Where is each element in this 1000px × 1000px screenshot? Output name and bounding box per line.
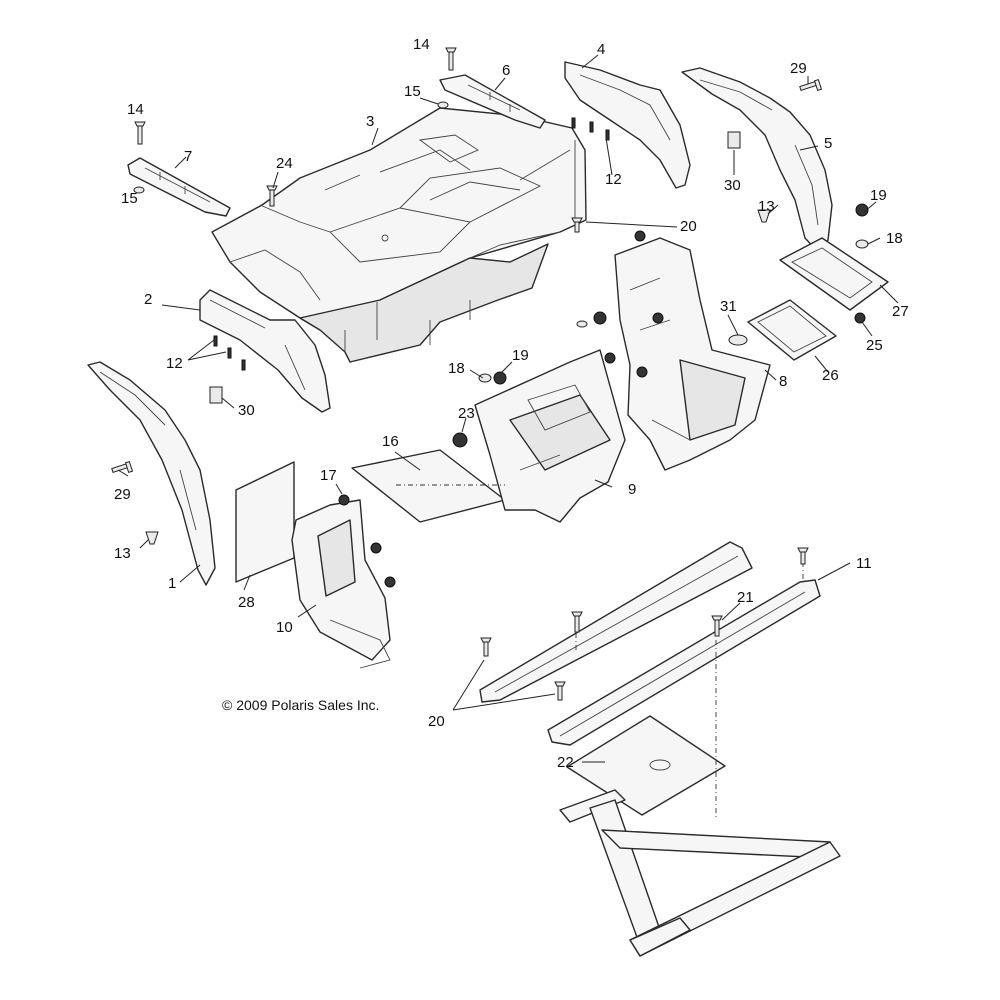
callout-10: 10 (276, 619, 293, 636)
callout-25: 25 (866, 337, 883, 354)
part-10-storage-bin (291, 499, 391, 669)
part-5-fender (681, 67, 833, 253)
callout-9: 9 (628, 481, 636, 498)
callout-20a: 20 (680, 218, 697, 235)
callout-13a: 13 (758, 198, 775, 215)
hardware (111, 47, 869, 701)
callout-8: 8 (779, 373, 787, 390)
callout-21: 21 (737, 589, 754, 606)
callout-19a: 19 (512, 347, 529, 364)
part-4-fender (564, 61, 691, 189)
callout-3: 3 (366, 113, 374, 130)
callout-23: 23 (458, 405, 475, 422)
part-7-rail (127, 157, 231, 217)
bolt-29b (111, 460, 134, 474)
callout-12b: 12 (166, 355, 183, 372)
bolt-21b (711, 615, 723, 637)
callout-18b: 18 (886, 230, 903, 247)
assembly-lines (396, 484, 804, 820)
callouts: 1 2 3 4 5 6 7 8 9 10 11 12 12 13 13 14 1… (114, 36, 909, 771)
callout-17: 17 (320, 467, 337, 484)
bolt-24 (266, 185, 278, 207)
part-27-lid (779, 237, 889, 311)
part-11-frame-rail (479, 541, 821, 746)
callout-15a: 15 (404, 83, 421, 100)
leader-lines (117, 54, 899, 763)
callout-24: 24 (276, 155, 293, 172)
callout-29b: 29 (114, 486, 131, 503)
bolt-21a (571, 611, 583, 633)
bolt-20b (480, 637, 492, 657)
part-2-side-panel (199, 289, 331, 413)
bolt-14b (134, 121, 146, 145)
part-3-cargo-box (211, 107, 587, 363)
callout-7: 7 (184, 148, 192, 165)
callout-30b: 30 (238, 402, 255, 419)
copyright-notice: © 2009 Polaris Sales Inc. (222, 697, 380, 713)
callout-29a: 29 (790, 60, 807, 77)
callout-22: 22 (557, 754, 574, 771)
bolt-14a (445, 47, 457, 71)
callout-1: 1 (168, 575, 176, 592)
callout-14b: 14 (127, 101, 144, 118)
part-6-rail (439, 74, 546, 129)
bolt-29a (799, 78, 823, 92)
part-8-storage-box (614, 237, 771, 471)
part-9-panel (474, 349, 626, 523)
callout-27: 27 (892, 303, 909, 320)
part-16-mat (351, 449, 506, 523)
support-frame (559, 789, 841, 957)
callout-5: 5 (824, 135, 832, 152)
callout-4: 4 (597, 41, 605, 58)
callout-26: 26 (822, 367, 839, 384)
bolt-21c (797, 547, 809, 565)
callout-13b: 13 (114, 545, 131, 562)
callout-16: 16 (382, 433, 399, 450)
part-1-fender (87, 361, 216, 586)
bolt-20c (554, 681, 566, 701)
callout-31: 31 (720, 298, 737, 315)
callout-28: 28 (238, 594, 255, 611)
callout-12a: 12 (605, 171, 622, 188)
bolt-20a (571, 217, 583, 233)
callout-18a: 18 (448, 360, 465, 377)
callout-15b: 15 (121, 190, 138, 207)
callout-11: 11 (856, 555, 872, 572)
callout-20b: 20 (428, 713, 445, 730)
callout-19b: 19 (870, 187, 887, 204)
part-26-gasket (747, 299, 837, 361)
callout-14a: 14 (413, 36, 430, 53)
callout-2: 2 (144, 291, 152, 308)
part-28-decal (235, 461, 295, 583)
callout-30a: 30 (724, 177, 741, 194)
callout-6: 6 (502, 62, 510, 79)
